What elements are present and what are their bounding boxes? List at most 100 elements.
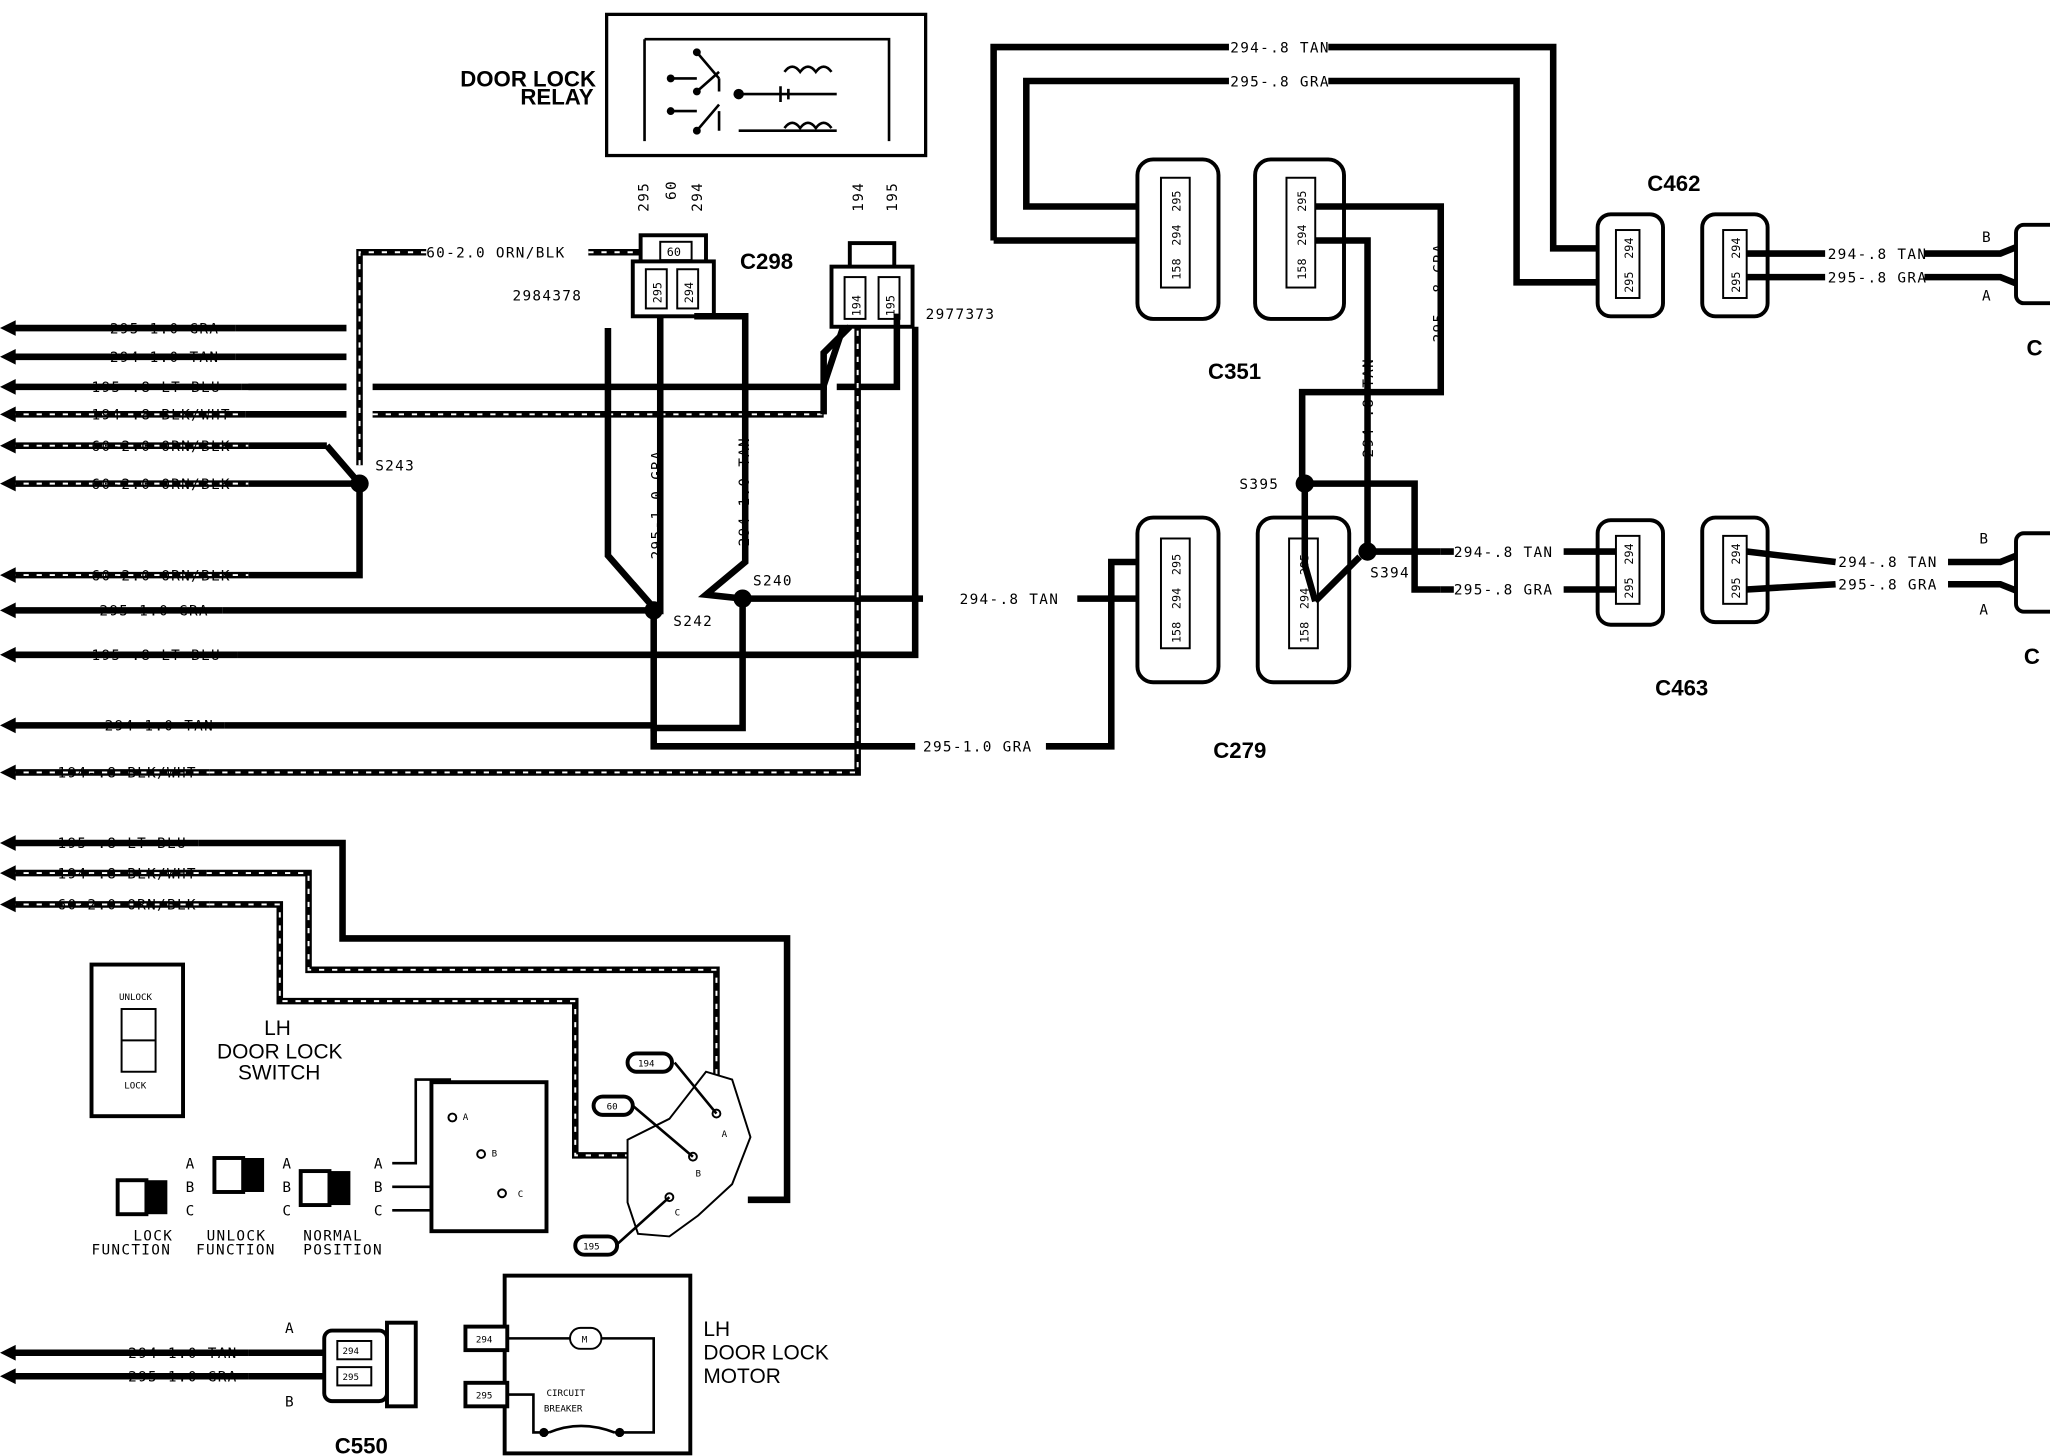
unlock-function-1: UNLOCK: [207, 1228, 267, 1244]
normal-position-2: POSITION: [303, 1243, 383, 1259]
unlock-fn-a: A: [282, 1156, 292, 1172]
splice-s394: S394: [1370, 566, 1410, 582]
left-wire-label-1: 294-1.0 TAN: [110, 350, 220, 366]
circuit-breaker-1: CIRCUIT: [546, 1389, 585, 1399]
top-gra-label: 295-.8 GRA: [1230, 74, 1330, 90]
c463-a-pin-295: 295: [1622, 577, 1636, 598]
c298-label: C298: [740, 249, 793, 274]
sw-a: A: [463, 1113, 469, 1123]
sw-c: C: [518, 1190, 524, 1200]
c279-label: C279: [1213, 738, 1266, 763]
c462-right-b: B: [1982, 230, 1992, 246]
left-wire-label-12: 194-.8 BLK/WHT: [58, 866, 197, 882]
c351-a-pin-294: 294: [1170, 224, 1184, 245]
motor-pin-295: 295: [476, 1391, 493, 1401]
splice-s243: S243: [375, 459, 415, 475]
c462-right-a: A: [1982, 289, 1992, 305]
c462-a-pin-294: 294: [1622, 238, 1636, 259]
top-tan-label: 294-.8 TAN: [1230, 40, 1330, 56]
relay-pin-60: 60: [664, 180, 680, 200]
body-b: B: [696, 1169, 702, 1179]
splice-s240: S240: [753, 574, 793, 590]
relay-pin-194: 194: [851, 182, 867, 212]
c463-tan-out-label: 294-.8 TAN: [1838, 555, 1938, 571]
relay-title-2: RELAY: [520, 85, 593, 110]
unlock-fn-c: C: [282, 1204, 292, 1220]
c463-right-b: B: [1979, 532, 1989, 548]
door-lock-motor: A B 294 295 C550 294 295 M CIRCUIT BREAK…: [248, 1273, 829, 1456]
c2977373-connector: 2977373 194 195: [829, 241, 996, 329]
motor-title-1: LH: [703, 1318, 730, 1341]
vert-gra-label: 295-.8 GRA: [1431, 243, 1447, 343]
switch-function-unlock: A B C UNLOCK FUNCTION: [196, 1156, 292, 1259]
door-lock-switch: UNLOCK LOCK LH DOOR LOCK SWITCH A B C LO…: [89, 839, 791, 1259]
c462-connector: C462 294 295 294 295 294-.8 TAN 295-.8 G…: [1595, 171, 2050, 361]
relay-housing: [604, 12, 928, 158]
c351-connector: 295 294 158 295 294 158 C351: [1135, 157, 1346, 384]
circuit-breaker-2: BREAKER: [544, 1405, 583, 1415]
c462-tan-label: 294-.8 TAN: [1828, 247, 1928, 263]
left-wire-label-10: 194-.8 BLK/WHT: [58, 766, 197, 782]
c550-a: A: [285, 1321, 295, 1337]
body-a: A: [722, 1130, 728, 1140]
left-wire-label-7: 295-1.0 GRA: [99, 604, 209, 620]
c550-label: C550: [335, 1433, 388, 1456]
motor-title-2: DOOR LOCK: [703, 1341, 829, 1364]
switch-unlock-text: UNLOCK: [119, 993, 153, 1003]
switch-title-1: LH: [264, 1017, 291, 1040]
wire-60-top-label: 60-2.0 ORN/BLK: [426, 245, 565, 261]
motor-pin-294: 294: [476, 1335, 493, 1345]
c462-gra-label: 295-.8 GRA: [1828, 270, 1928, 286]
left-wire-label-2: 195-.8 LT BLU: [92, 380, 221, 396]
body-c: C: [675, 1209, 681, 1219]
switch-tag-194: 194: [638, 1060, 655, 1070]
lock-function-2: FUNCTION: [92, 1243, 172, 1259]
upper-right-routing: 294-.8 TAN 295-.8 GRA 295-.8 GRA 294-.8 …: [990, 40, 1611, 604]
c351-a-pin-295: 295: [1170, 191, 1184, 212]
c351-b-pin-295: 295: [1295, 191, 1309, 212]
wire-295-vert-label: 295-1.0 GRA: [650, 450, 666, 559]
c298-pin-295: 295: [651, 282, 665, 303]
lock-fn-b: B: [186, 1180, 196, 1196]
sw-b: B: [492, 1150, 498, 1160]
splice-s395: S395: [1239, 477, 1279, 493]
switch-tag-195: 195: [583, 1242, 600, 1252]
normal-fn-a: A: [374, 1156, 384, 1172]
main-routing: 60-2.0 ORN/BLK S243 295-1.0 GRA 294-1.0 …: [209, 245, 1138, 776]
c351-a-pin-158: 158: [1170, 258, 1184, 279]
left-wire-label-5: 60-2.0 ORN/BLK: [92, 477, 231, 493]
c462-b-pin-295: 295: [1729, 272, 1743, 293]
wire-294-mid-label: 294-.8 TAN: [960, 592, 1060, 608]
normal-fn-b: B: [374, 1180, 384, 1196]
left-wire-label-14: 294-1.0 TAN: [128, 1346, 238, 1362]
switch-lock-text: LOCK: [124, 1082, 147, 1092]
c550-294: 294: [343, 1347, 360, 1357]
lock-fn-c: C: [186, 1204, 196, 1220]
left-wire-label-4: 60-2.0 ORN/BLK: [92, 439, 231, 455]
c2977373-part-number: 2977373: [926, 307, 996, 323]
switch-tag-60: 60: [607, 1103, 618, 1113]
relay-pin-195: 195: [885, 182, 901, 212]
motor-title-3: MOTOR: [703, 1365, 780, 1388]
c298-pin-60: 60: [667, 245, 681, 259]
c351-b-pin-158: 158: [1295, 258, 1309, 279]
switch-function-lock: A B C LOCK FUNCTION: [92, 1156, 196, 1259]
left-wire-label-3: 194-.8 BLK/WHT: [92, 408, 231, 424]
c462-label: C462: [1647, 171, 1700, 196]
unlock-fn-b: B: [282, 1180, 292, 1196]
c279-a-pin-158: 158: [1170, 622, 1184, 643]
left-wire-label-13: 60-2.0 ORN/BLK: [58, 898, 197, 914]
left-wire-label-9: 294-1.0 TAN: [105, 719, 215, 735]
c463-gra-in-label: 295-.8 GRA: [1454, 583, 1554, 599]
c462-a-pin-295: 295: [1622, 272, 1636, 293]
c463-b-pin-295: 295: [1729, 577, 1743, 598]
left-wire-label-11: 195-.8 LT BLU: [58, 836, 187, 852]
relay-title-1: DOOR LOCK: [460, 66, 596, 91]
left-wire-label-6: 60-2.0 ORN/BLK: [92, 568, 231, 584]
unlock-function-2: FUNCTION: [196, 1243, 276, 1259]
c462-b-pin-294: 294: [1729, 238, 1743, 259]
c463-tan-in-label: 294-.8 TAN: [1454, 545, 1554, 561]
lock-fn-a: A: [186, 1156, 196, 1172]
c463-label: C463: [1655, 675, 1708, 700]
wire-294-vert-label: 294-1.0 TAN: [737, 437, 753, 546]
